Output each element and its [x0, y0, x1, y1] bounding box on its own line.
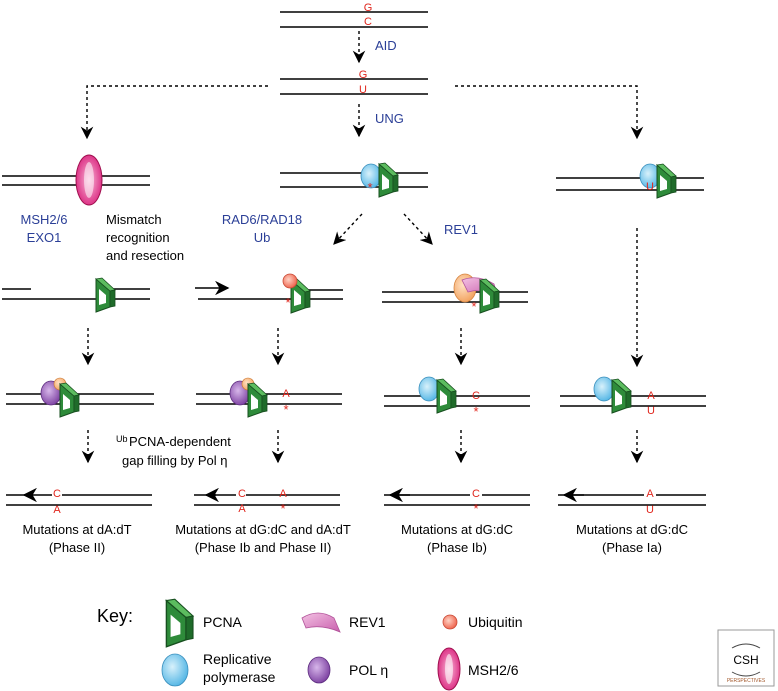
pcna-icon [479, 278, 500, 314]
base-a-p2: A [238, 503, 246, 515]
label-mismatch-3: and resection [106, 248, 184, 263]
abasic-star: * [283, 402, 288, 417]
key-title: Key: [97, 606, 133, 626]
outcome-phase-3: (Phase Ib) [427, 540, 487, 555]
label-mismatch-1: Mismatch [106, 212, 162, 227]
ubiquitin-icon [442, 614, 458, 630]
label-mismatch-2: recognition [106, 230, 170, 245]
pcna-icon [436, 378, 457, 414]
base-u-right-row4: U [647, 405, 655, 417]
base-a-p2b: A [279, 488, 287, 500]
product-dna-2: C A A * [194, 487, 340, 516]
pcna-icon [165, 598, 194, 648]
label-rad: RAD6/RAD18 [222, 212, 302, 227]
arrow-branch-right [455, 85, 644, 140]
abasic-star: * [280, 501, 285, 516]
outcome-phase-2: (Phase Ib and Phase II) [195, 540, 332, 555]
label-ub-sup: Ub [116, 434, 128, 444]
logo-text: CSH [733, 653, 758, 667]
product-dna-1: C A [6, 487, 152, 516]
pcna-icon [378, 162, 399, 198]
arrow-to-rev1 [403, 213, 433, 245]
key-pcna: PCNA [203, 614, 243, 630]
base-c-top: C [364, 16, 372, 28]
replicative-polymerase-icon [418, 376, 440, 402]
replicative-polymerase-icon [161, 653, 189, 687]
ubiquitin-icon [282, 273, 298, 289]
outcome-title-1: Mutations at dA:dT [22, 522, 131, 537]
logo-subtext: PERSPECTIVES [727, 678, 766, 684]
label-ung: UNG [375, 111, 404, 126]
pcna-icon [59, 382, 80, 418]
base-a-p1: A [53, 504, 61, 516]
base-u-right: U [646, 181, 654, 193]
pol-eta-icon [307, 656, 331, 684]
base-c-row4: C [472, 390, 480, 402]
base-a-right: A [647, 390, 655, 402]
label-exo1: EXO1 [27, 230, 62, 245]
label-aid: AID [375, 38, 397, 53]
base-g-top: G [364, 2, 373, 14]
key-msh26: MSH2/6 [468, 662, 519, 678]
ub-pcna-dna: * [195, 273, 343, 314]
pol-eta-dna-left [6, 377, 154, 418]
abasic-star: * [471, 299, 476, 314]
arrow-branch-left [80, 85, 268, 140]
base-c-p2: C [238, 488, 246, 500]
pcna-icon [611, 378, 632, 414]
base-a-p4: A [646, 488, 654, 500]
label-rev1: REV1 [444, 222, 478, 237]
key-replicative-1: Replicative [203, 651, 272, 667]
right-branch-dna: U [556, 163, 704, 199]
key-rev1: REV1 [349, 614, 386, 630]
abasic-star: * [367, 180, 372, 195]
replicative-polymerase-icon [593, 376, 615, 402]
right-dna-row4: A U [560, 376, 706, 417]
base-u-p4: U [646, 504, 654, 516]
arrow-to-rad [333, 213, 363, 245]
label-gap-2: gap filling by Pol η [122, 453, 228, 468]
top-dna: G C [280, 2, 428, 28]
base-a-mid: A [282, 388, 290, 400]
rev1-dna-row4: C * [384, 376, 530, 419]
ung-product-dna: * [280, 162, 428, 198]
product-dna-4: A U [558, 487, 706, 516]
outcome-phase-1: (Phase II) [49, 540, 105, 555]
base-c-p3: C [472, 488, 480, 500]
msh-complex-dna [2, 154, 150, 206]
pol-eta-dna-mid: A * [196, 377, 342, 418]
abasic-star: * [473, 404, 478, 419]
base-u-mid: U [359, 84, 367, 96]
product-dna-3: C * [384, 487, 530, 516]
dna-gu: G U [280, 69, 428, 96]
outcome-title-3: Mutations at dG:dC [401, 522, 513, 537]
abasic-star: * [473, 501, 478, 516]
key-pol-eta: POL η [349, 662, 388, 678]
label-gap-1: PCNA-dependent [129, 434, 231, 449]
key-replicative-2: polymerase [203, 669, 276, 685]
outcome-title-2: Mutations at dG:dC and dA:dT [175, 522, 351, 537]
label-msh26: MSH2/6 [21, 212, 68, 227]
outcome-title-4: Mutations at dG:dC [576, 522, 688, 537]
base-g-mid: G [359, 69, 368, 81]
abasic-star: * [285, 295, 290, 310]
pcna-icon [95, 277, 116, 313]
rev1-dna: * [382, 273, 528, 314]
pcna-icon [656, 163, 677, 199]
base-c-p1: C [53, 488, 61, 500]
pcna-icon [247, 382, 268, 418]
resection-dna [2, 277, 150, 313]
label-ub: Ub [254, 230, 271, 245]
rev1-icon [301, 612, 341, 633]
key-ubiquitin: Ubiquitin [468, 614, 522, 630]
csh-logo: CSH PERSPECTIVES [717, 629, 775, 687]
outcome-phase-4: (Phase Ia) [602, 540, 662, 555]
key: Key: PCNA REV1 Ubiquitin Replicative pol… [97, 598, 522, 691]
